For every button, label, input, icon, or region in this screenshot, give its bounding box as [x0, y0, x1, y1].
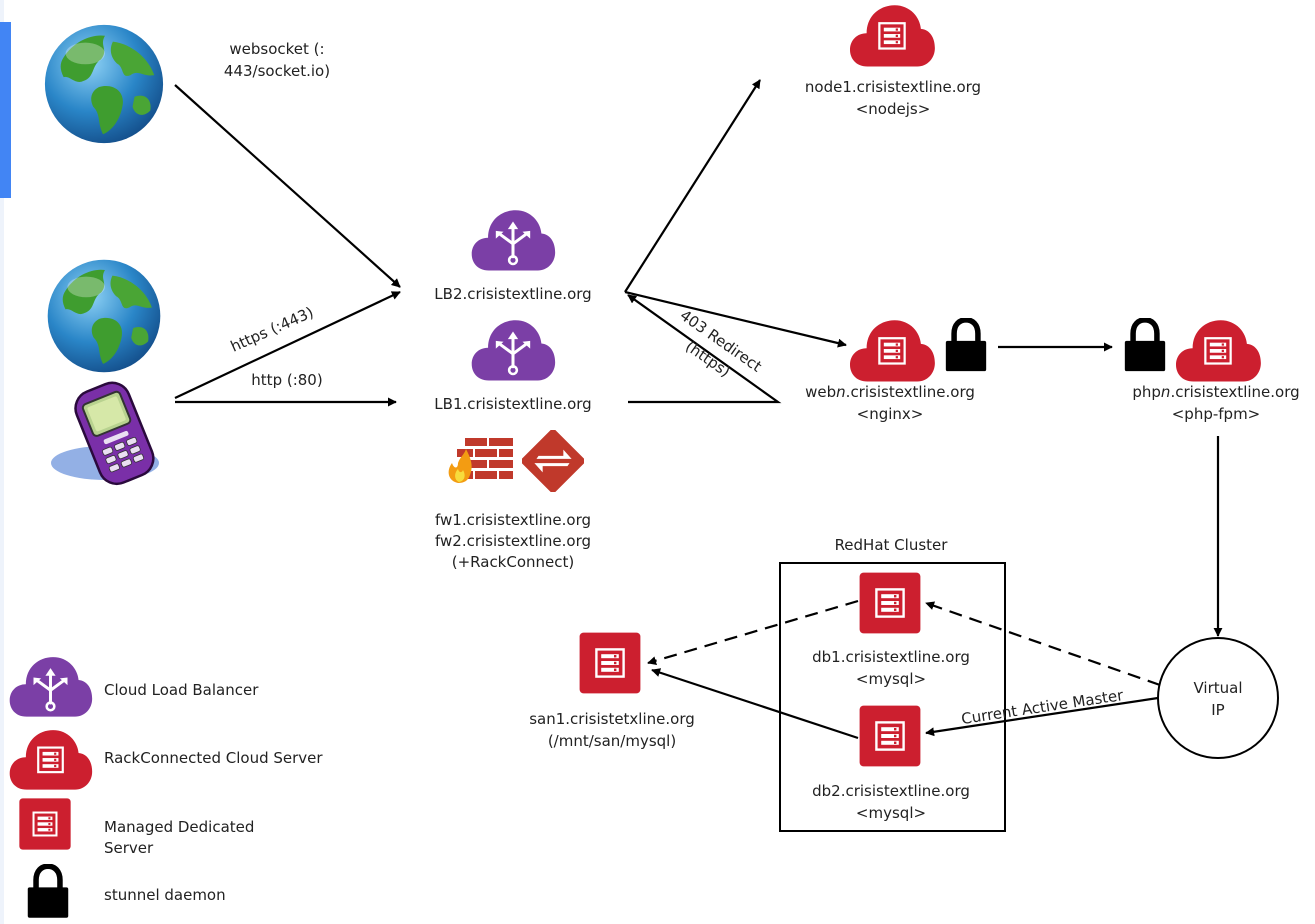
cloud-load-balancer-icon: [470, 318, 556, 382]
legend-label-load-balancer: Cloud Load Balancer: [104, 681, 259, 699]
edge-label-current-active-master: Current Active Master: [960, 686, 1125, 728]
dedicated-server-icon: [860, 706, 921, 767]
node1-host: node1.crisistextline.org: [805, 78, 981, 96]
cloud-load-balancer-icon: [8, 655, 93, 719]
padlock-icon: [28, 866, 68, 918]
edge-db1-san: [647, 599, 859, 666]
fw-note: (+RackConnect): [452, 553, 575, 571]
edge-db2-san: [651, 668, 859, 740]
san-host: san1.crisistetxline.org: [529, 710, 695, 728]
san-path: (/mnt/san/mysql): [548, 732, 676, 750]
edge-https: [174, 291, 401, 399]
dedicated-server-icon: [860, 573, 921, 634]
padlock-icon: [1125, 320, 1165, 371]
virtual-ip-circle: [1157, 637, 1279, 759]
edge-lb2-node1: [624, 79, 761, 293]
cloud-server-icon: [850, 5, 935, 66]
edge-lb2-web: [624, 290, 847, 348]
db2-role: <mysql>: [856, 804, 926, 822]
cloud-server-icon: [10, 730, 92, 790]
edge-redirect: [627, 294, 782, 404]
edge-label-http: http (:80): [251, 371, 322, 389]
edge-label-websocket: 443/socket.io): [224, 62, 330, 80]
php-role: <php-fpm>: [1172, 405, 1261, 423]
left-accent-bar: [0, 22, 11, 198]
dedicated-server-icon: [19, 798, 70, 849]
legend-label-cloud-server: RackConnected Cloud Server: [104, 749, 323, 767]
db1-role: <mysql>: [856, 670, 926, 688]
cloud-server-icon: [850, 320, 935, 381]
legend-label-stunnel: stunnel daemon: [104, 886, 226, 904]
fw1-host: fw1.crisistextline.org: [435, 511, 591, 529]
cluster-title: RedHat Cluster: [835, 536, 949, 554]
lb2-host: LB2.crisistextline.org: [434, 285, 591, 303]
edge-vip-db2: [925, 696, 1159, 737]
firewall-icon: [447, 436, 515, 484]
dedicated-server-icon: [580, 633, 641, 694]
node1-role: <nodejs>: [856, 100, 931, 118]
php-host: phpn.crisistextline.org: [1132, 383, 1299, 401]
db1-host: db1.crisistextline.org: [812, 648, 970, 666]
virtual-ip-label: Virtual: [1193, 679, 1242, 697]
left-edge-strip: [0, 0, 4, 924]
rackconnect-icon: [524, 432, 582, 490]
globe-icon: [47, 259, 161, 373]
fw2-host: fw2.crisistextline.org: [435, 532, 591, 550]
db2-host: db2.crisistextline.org: [812, 782, 970, 800]
globe-icon: [44, 24, 164, 144]
legend-label-dedicated: Managed Dedicated: [104, 818, 254, 836]
edge-label-https: https (:443): [228, 303, 316, 356]
edge-label-websocket: websocket (:: [229, 40, 324, 58]
edge-websocket: [174, 84, 401, 288]
virtual-ip-label: IP: [1211, 701, 1224, 719]
cloud-load-balancer-icon: [470, 208, 556, 272]
mobile-phone-icon: [51, 381, 159, 486]
edge-vip-db1: [925, 601, 1161, 687]
lb1-host: LB1.crisistextline.org: [434, 395, 591, 413]
web-host: webn.crisistextline.org: [805, 383, 975, 401]
padlock-icon: [946, 320, 986, 371]
cloud-server-icon: [1176, 320, 1261, 381]
legend-label-dedicated: Server: [104, 839, 154, 857]
redhat-cluster-box: [779, 562, 1006, 832]
web-role: <nginx>: [857, 405, 924, 423]
